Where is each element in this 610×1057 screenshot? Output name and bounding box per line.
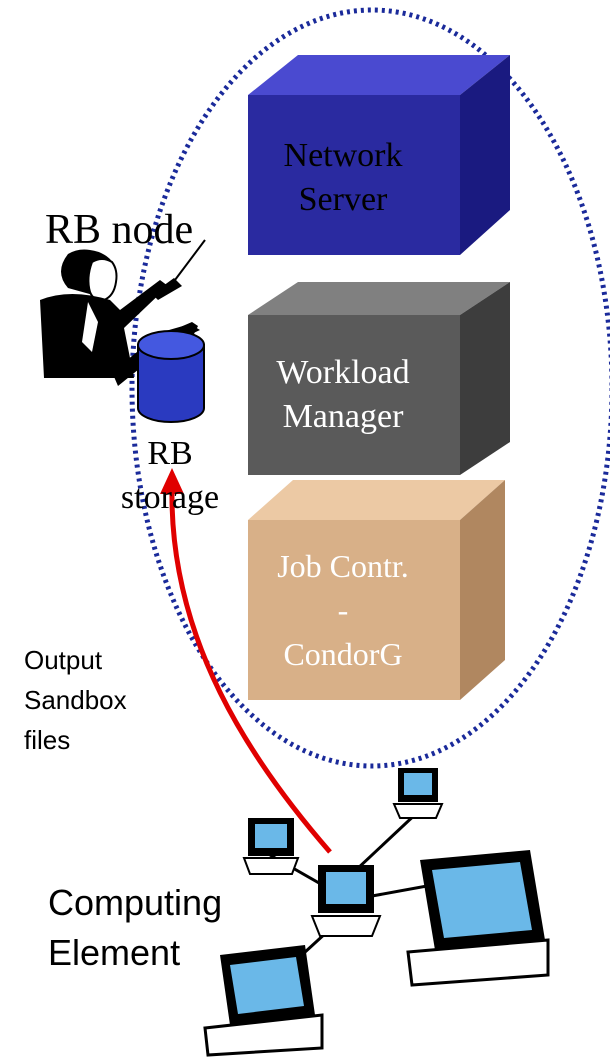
network-server-line-1: Network bbox=[283, 137, 403, 174]
job-controller-cube bbox=[248, 480, 505, 700]
output-sandbox-label: Output Sandbox files bbox=[24, 640, 127, 760]
network-server-line-2: Server bbox=[298, 181, 388, 218]
rb-storage-label: RB storage bbox=[100, 432, 240, 520]
workload-manager-line-1: Workload bbox=[276, 354, 410, 391]
output-sandbox-line-1: Output bbox=[24, 645, 103, 675]
output-sandbox-line-2: Sandbox bbox=[24, 685, 127, 715]
job-controller-line-1: Job Contr. bbox=[277, 548, 409, 584]
network-server-label: Network Server bbox=[248, 108, 438, 248]
job-controller-label: Job Contr. - CondorG bbox=[248, 530, 438, 690]
rb-boundary-ellipse bbox=[129, 7, 610, 769]
output-sandbox-line-3: files bbox=[24, 725, 71, 755]
computing-element-line-1: Computing bbox=[48, 882, 223, 923]
computer-network-icon bbox=[203, 768, 550, 1057]
rb-storage-line-1: RB bbox=[147, 435, 193, 472]
workload-manager-label: Workload Manager bbox=[248, 320, 438, 470]
computer-large-right bbox=[406, 850, 550, 987]
job-controller-line-2: - bbox=[337, 592, 349, 628]
computing-element-label: Computing Element bbox=[48, 878, 222, 978]
rb-node-label: RB node bbox=[45, 207, 194, 253]
database-icon bbox=[137, 330, 205, 423]
computer-middle bbox=[310, 865, 382, 937]
computer-large-bottom bbox=[203, 945, 324, 1057]
workload-manager-cube bbox=[248, 282, 510, 475]
rb-storage-line-2: storage bbox=[120, 479, 220, 516]
computing-element-line-2: Element bbox=[48, 932, 181, 973]
job-controller-line-3: CondorG bbox=[283, 636, 403, 672]
network-server-cube bbox=[248, 55, 510, 255]
computer-small-right bbox=[392, 768, 444, 819]
workload-manager-line-2: Manager bbox=[282, 398, 404, 435]
output-sandbox-arrow bbox=[160, 468, 332, 854]
computer-small-left bbox=[242, 818, 300, 875]
